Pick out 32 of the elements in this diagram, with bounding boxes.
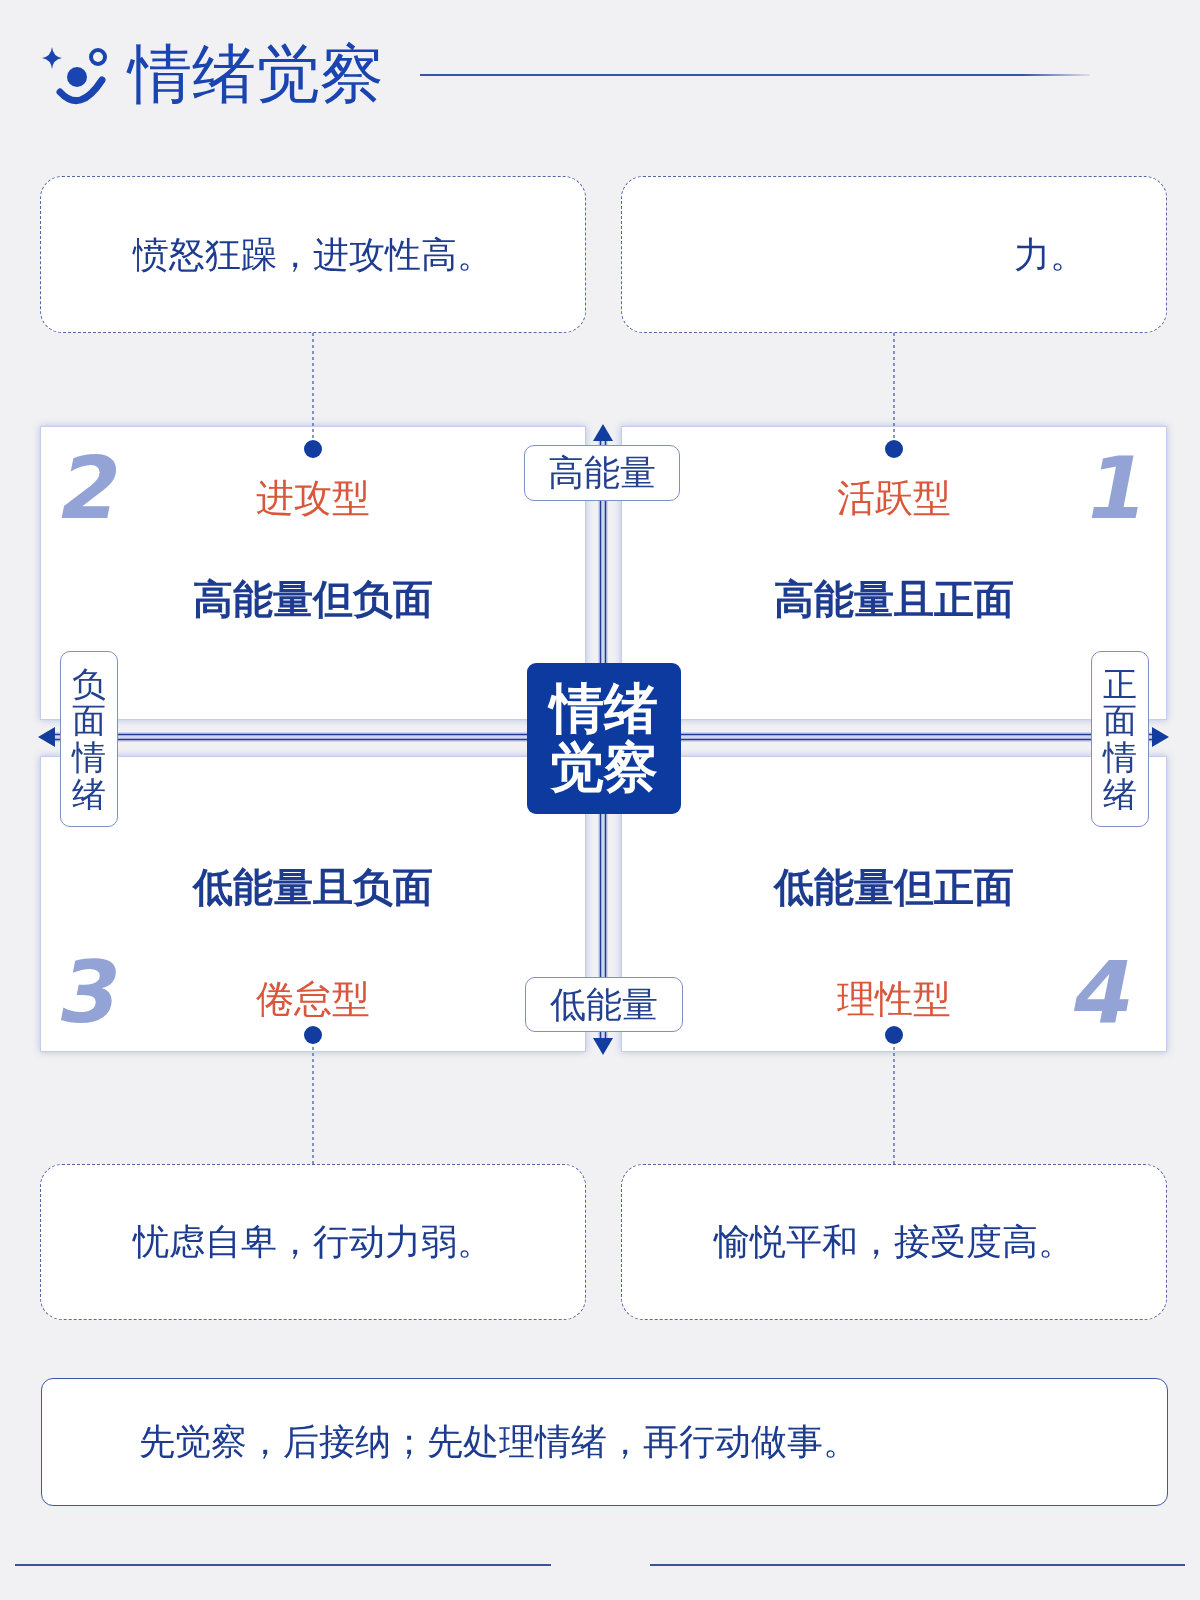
quadrant-title: 低能量且负面: [193, 867, 433, 907]
quadrant-title: 低能量但正面: [774, 867, 1014, 907]
description-card: [621, 1164, 1167, 1320]
axis-label: 正面情绪: [1091, 651, 1149, 827]
quadrant-number: 3: [61, 949, 121, 1035]
axis-label: 低能量: [525, 977, 683, 1032]
description-text: 忧虑自卑，行动力弱。: [133, 1224, 493, 1260]
description-text: 愤怒狂躁，进攻性高。: [133, 236, 493, 273]
description-text: 愉悦平和，接受度高。: [714, 1224, 1074, 1260]
type-label: 进攻型: [256, 479, 370, 517]
description-card: [621, 176, 1167, 333]
description-card: [40, 176, 586, 333]
leader-line: [304, 332, 322, 458]
note-card: [41, 1378, 1168, 1506]
leader-line: [304, 1026, 322, 1165]
description-card: [40, 1164, 586, 1320]
axis-label: 高能量: [524, 445, 680, 501]
quadrant-number: 1: [1088, 445, 1148, 531]
type-label: 理性型: [837, 980, 951, 1018]
type-label: 倦怠型: [256, 980, 370, 1018]
description-text: 力。: [1014, 236, 1086, 273]
note-text: 先觉察，后接纳；先处理情绪，再行动做事。: [139, 1424, 859, 1460]
quadrant-title: 高能量但负面: [193, 579, 433, 619]
quadrant-number: 4: [1074, 949, 1134, 1035]
quadrant-title: 高能量且正面: [774, 579, 1014, 619]
center-label: 情绪觉察: [527, 663, 681, 814]
type-label: 活跃型: [837, 479, 951, 517]
leader-line: [885, 332, 903, 458]
title: 情绪觉察: [128, 42, 384, 106]
quadrant-number: 2: [61, 445, 121, 531]
axis-label: 负面情绪: [60, 651, 118, 827]
leader-line: [885, 1026, 903, 1165]
